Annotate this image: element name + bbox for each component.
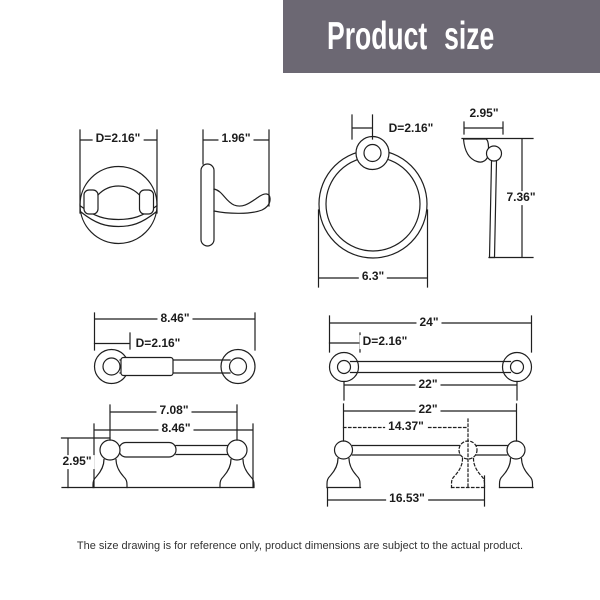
double-post-bar-drawing	[326, 403, 534, 507]
bar-long-overall-label: 24"	[416, 315, 442, 330]
ring-side-depth-label: 2.95"	[466, 106, 502, 121]
tp-holder-overall-label: 8.46"	[158, 421, 194, 436]
towel-bar-long-drawing	[328, 315, 533, 401]
page-title: Product size	[327, 15, 495, 58]
towel-ring-front-drawing	[317, 114, 429, 288]
double-bar-mid-label: 14.37"	[385, 419, 427, 434]
robe-hook-front-drawing	[79, 129, 158, 245]
title-banner: Product size	[283, 0, 600, 73]
bar-short-diameter-label: D=2.16"	[132, 336, 184, 351]
disclaimer-note: The size drawing is for reference only, …	[76, 540, 524, 552]
ring-mount-diameter-label: D=2.16"	[385, 121, 437, 136]
tp-holder-height-label: 2.95"	[59, 454, 95, 469]
towel-ring-side-drawing	[461, 121, 534, 259]
hook-side-depth-label: 1.96"	[218, 131, 254, 146]
bar-long-diameter-label: D=2.16"	[359, 334, 411, 349]
bar-short-overall-label: 8.46"	[157, 311, 193, 326]
tp-holder-center-label: 7.08"	[156, 403, 192, 418]
double-bar-base-label: 16.53"	[386, 491, 428, 506]
toilet-paper-holder-drawing	[60, 404, 255, 489]
ring-side-height-label: 7.36"	[503, 190, 539, 205]
towel-bar-short-drawing	[93, 312, 256, 385]
ring-width-label: 6.3"	[358, 269, 388, 284]
hook-front-diameter-label: D=2.16"	[92, 131, 144, 146]
bar-long-center-label: 22"	[415, 377, 441, 392]
double-bar-center-label: 22"	[415, 402, 441, 417]
robe-hook-side-drawing	[200, 129, 271, 247]
